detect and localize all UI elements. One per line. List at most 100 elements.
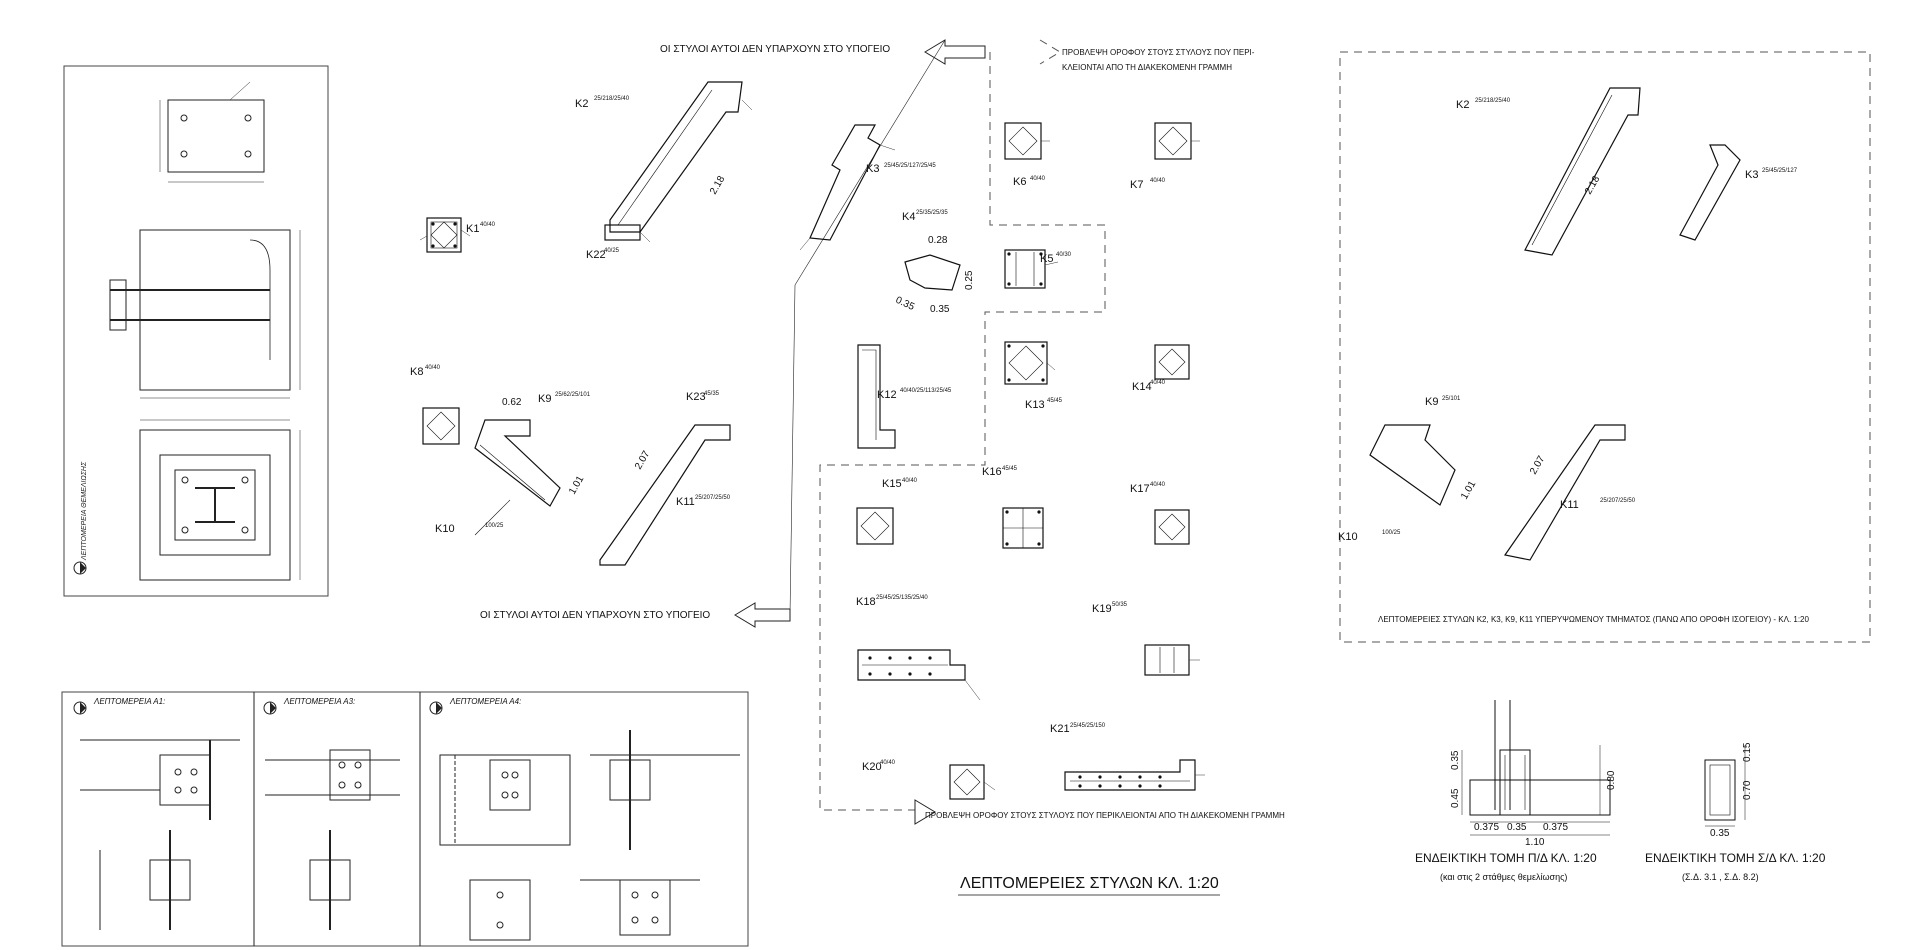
dim-025: 0.25 [964, 270, 975, 290]
spec-k22: 40/25 [604, 248, 620, 254]
spec-k13: 45/45 [1047, 398, 1063, 404]
dim-101: 1.01 [567, 474, 586, 497]
rebar-dots [431, 222, 1162, 788]
spec-k19: 50/35 [1112, 602, 1128, 608]
column-label-k18: Κ18 [856, 596, 876, 608]
column-label-k10: Κ10 [435, 523, 455, 535]
column-label-k9-upper: Κ9 [1425, 396, 1438, 408]
dim-f110: 1.10 [1525, 837, 1545, 848]
spec-k6: 40/40 [1030, 176, 1046, 182]
dim-207: 2.07 [633, 449, 652, 472]
column-label-k6: Κ6 [1013, 176, 1026, 188]
dim-218-upper: 2.18 [1583, 174, 1602, 197]
column-label-k17: Κ17 [1130, 483, 1150, 495]
section-sd-subtitle: (Σ.Δ. 3.1 , Σ.Δ. 8.2) [1682, 872, 1759, 882]
column-label-k3-upper: Κ3 [1745, 169, 1758, 181]
note-provision-bottom: ΠΡΟΒΛΕΨΗ ΟΡΟΦΟΥ ΣΤΟΥΣ ΣΤΥΛΟΥΣ ΠΟΥ ΠΕΡΙΚΛ… [925, 811, 1285, 820]
foundation-detail-label: ΛΕΠΤΟΜΕΡΕΙΑ ΘΕΜΕΛΙΩΣΗΣ [81, 461, 88, 561]
spec-k11-upper: 25/207/25/50 [1600, 498, 1636, 504]
dim-f0375b: 0.375 [1543, 822, 1568, 833]
section-sd-title: ΕΝΔΕΙΚΤΙΚΗ ΤΟΜΗ Σ/Δ ΚΛ. 1:20 [1645, 851, 1826, 865]
dim-s035: 0.35 [1710, 828, 1730, 839]
spec-k4: 25/35/25/35 [916, 210, 948, 216]
column-label-k11-upper: Κ11 [1560, 499, 1579, 511]
spec-k11: 25/207/25/50 [695, 495, 731, 501]
spec-k2-upper: 25/218/25/40 [1475, 98, 1511, 104]
column-label-k7: Κ7 [1130, 179, 1143, 191]
detail-a4-icon [429, 701, 443, 715]
spec-k9: 25/62/25/101 [555, 392, 591, 398]
column-label-k3: Κ3 [866, 163, 879, 175]
foundation-detail-sheet [63, 65, 329, 597]
section-pd-drawing [1461, 700, 1611, 836]
column-label-k22: Κ22 [586, 249, 606, 261]
column-label-k16: Κ16 [982, 466, 1002, 478]
dim-028: 0.28 [928, 235, 948, 246]
spec-k7: 40/40 [1150, 178, 1166, 184]
dim-035a: 0.35 [894, 295, 917, 313]
spec-k3: 25/45/25/127/25/45 [884, 163, 936, 169]
dim-s070: 0.70 [1742, 780, 1753, 800]
detail-a3-label: ΛΕΠΤΟΜΕΡΕΙΑ Α3: [283, 697, 355, 706]
column-label-k19: Κ19 [1092, 603, 1112, 615]
dim-207-upper: 2.07 [1528, 454, 1547, 477]
spec-k2: 25/218/25/40 [594, 96, 630, 102]
spec-k8: 40/40 [425, 365, 441, 371]
dim-101-upper: 1.01 [1459, 479, 1478, 502]
column-label-k14: Κ14 [1132, 381, 1152, 393]
detail-a1-label: ΛΕΠΤΟΜΕΡΕΙΑ Α1: [93, 697, 165, 706]
arrow-note-top [794, 39, 986, 286]
spec-k23: 45/35 [704, 391, 720, 397]
spec-k5: 40/30 [1056, 252, 1072, 258]
detail-a3-icon [263, 701, 277, 715]
column-label-k2-upper: Κ2 [1456, 99, 1469, 111]
north-arrow-icon [73, 561, 87, 575]
spec-k1: 40/40 [480, 222, 496, 228]
column-label-k2: Κ2 [575, 98, 588, 110]
note-provision-top-1: ΠΡΟΒΛΕΨΗ ΟΡΟΦΟΥ ΣΤΟΥΣ ΣΤΥΛΟΥΣ ΠΟΥ ΠΕΡΙ- [1062, 48, 1255, 57]
dim-062: 0.62 [502, 397, 522, 408]
dim-035b: 0.35 [930, 304, 950, 315]
main-title: ΛΕΠΤΟΜΕΡΕΙΕΣ ΣΤΥΛΩΝ ΚΛ. 1:20 [960, 875, 1219, 892]
spec-k3-upper: 25/45/25/127 [1762, 168, 1798, 174]
note-not-in-basement-bottom: ΟΙ ΣΤΥΛΟΙ ΑΥΤΟΙ ΔΕΝ ΥΠΑΡΧΟΥΝ ΣΤΟ ΥΠΟΓΕΙΟ [480, 610, 710, 621]
dim-f0375a: 0.375 [1474, 822, 1499, 833]
arrow-note-bottom [734, 284, 796, 628]
column-label-k12: Κ12 [877, 389, 897, 401]
upper-section-columns [1369, 87, 1741, 561]
section-sd-drawing [1704, 745, 1746, 827]
column-label-k13: Κ13 [1025, 399, 1045, 411]
spec-k15: 40/40 [902, 478, 918, 484]
upper-section-frame [1339, 51, 1871, 643]
column-label-k11: Κ11 [676, 496, 695, 508]
spec-k14: 40/40 [1150, 380, 1166, 386]
dim-s015: 0.15 [1742, 742, 1753, 762]
column-label-k8: Κ8 [410, 366, 423, 378]
column-sections [422, 81, 1196, 800]
spec-k18: 25/45/25/135/25/40 [876, 595, 928, 601]
dim-f035b: 0.35 [1507, 822, 1527, 833]
dim-f035: 0.35 [1450, 750, 1461, 770]
column-label-k20: Κ20 [862, 761, 882, 773]
spec-k21: 25/45/25/150 [1070, 723, 1106, 729]
spec-k16: 45/45 [1002, 466, 1018, 472]
column-label-k21: Κ21 [1050, 723, 1070, 735]
provision-zone-top [819, 39, 1106, 811]
spec-k12: 40/40/25/113/25/45 [900, 388, 952, 394]
column-label-k10-upper: Κ10 [1338, 531, 1358, 543]
spec-k9-upper: 25/101 [1442, 396, 1461, 402]
dim-f080: 0.80 [1606, 770, 1617, 790]
detail-a4-label: ΛΕΠΤΟΜΕΡΕΙΑ Α4: [449, 697, 521, 706]
provision-arrow-bottom [914, 799, 936, 825]
spec-k10: 100/25 [485, 523, 504, 529]
dim-218: 2.18 [708, 174, 727, 197]
spec-k20: 40/40 [880, 760, 896, 766]
spec-k10-upper: 100/25 [1382, 530, 1401, 536]
column-label-k4: Κ4 [902, 211, 915, 223]
upper-section-title: ΛΕΠΤΟΜΕΡΕΙΕΣ ΣΤΥΛΩΝ Κ2, Κ3, Κ9, Κ11 ΥΠΕΡ… [1378, 615, 1810, 624]
column-label-k15: Κ15 [882, 478, 902, 490]
note-not-in-basement-top: ΟΙ ΣΤΥΛΟΙ ΑΥΤΟΙ ΔΕΝ ΥΠΑΡΧΟΥΝ ΣΤΟ ΥΠΟΓΕΙΟ [660, 44, 890, 55]
column-label-k1: Κ1 [466, 223, 479, 235]
column-label-k23: Κ23 [686, 391, 706, 403]
